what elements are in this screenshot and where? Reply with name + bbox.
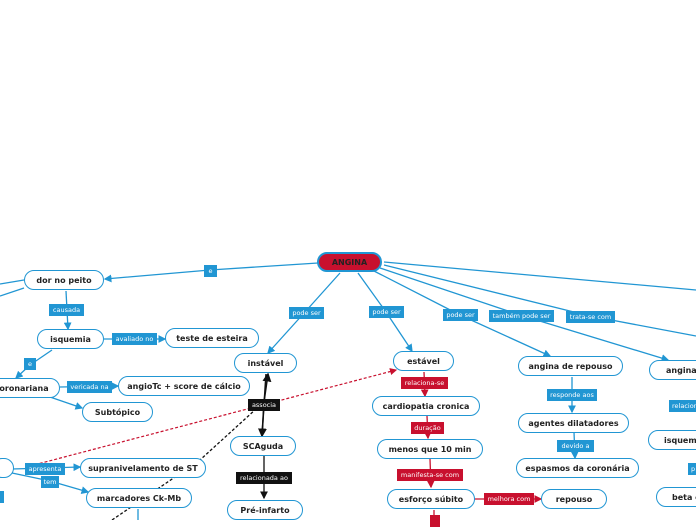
link-left-stub[interactable] [0,491,4,503]
link-relacion[interactable]: relacion [669,400,696,412]
node-ckmb[interactable]: marcadores Ck-Mb [86,488,192,508]
edge-dor-left-2 [0,287,25,297]
edge-dashed-red [29,368,398,467]
node-estavel[interactable]: estável [393,351,454,371]
edge-angina-far [383,261,696,291]
node-angiotc[interactable]: angioTc + score de cálcio [118,376,250,396]
node-dor-no-peito[interactable]: dor no peito [24,270,104,290]
link-relacionada-ao[interactable]: relacionada ao [236,472,292,484]
node-menos-10min[interactable]: menos que 10 min [377,439,483,459]
node-subtopico[interactable]: Subtópico [82,402,153,422]
node-instavel[interactable]: instável [234,353,297,373]
node-agentes-dilatadores[interactable]: agentes dilatadores [518,413,629,433]
link-manifesta-se-com[interactable]: manifesta-se com [397,469,463,481]
link-melhora-com[interactable]: melhora com [484,493,534,505]
link-pode-ser-1[interactable]: pode ser [289,307,324,319]
link-associa[interactable]: associa [248,399,280,411]
link-pode-ser-3[interactable]: pode ser [443,309,478,321]
link-pode-ser-2[interactable]: pode ser [369,306,404,318]
node-esforco[interactable]: esforço súbito [387,489,475,509]
node-pre-infarto[interactable]: Pré-infarto [227,500,303,520]
link-duracao[interactable]: duração [411,422,444,434]
edge-dor-left-1 [0,279,25,285]
link-tambem-pode-ser[interactable]: também pode ser [489,310,554,322]
link-apresenta[interactable]: apresenta [25,463,65,475]
link-causada[interactable]: causada [49,304,84,316]
link-esforco-down[interactable] [430,515,440,527]
node-left-cut[interactable] [0,458,14,478]
node-beta[interactable]: beta e [656,487,696,507]
node-repouso[interactable]: repouso [541,489,607,509]
node-isquemia[interactable]: isquemia [37,329,104,349]
link-tem[interactable]: tem [41,476,59,488]
link-verificada-na[interactable]: vericada na [67,381,112,393]
node-cardiopatia[interactable]: cardiopatia cronica [372,396,480,416]
link-e-top[interactable]: e [204,265,217,277]
node-teste-de-esteira[interactable]: teste de esteira [165,328,259,348]
node-isquemia-right[interactable]: isquemia [648,430,696,450]
link-devido-a[interactable]: devido a [557,440,594,452]
edge-coron-sub [49,396,84,410]
link-e-small[interactable]: e [24,358,36,370]
node-supra-st[interactable]: supranivelamento de ST [80,458,206,478]
node-angina-s[interactable]: angina s [649,360,696,380]
root-node-angina[interactable]: ANGINA [317,252,382,272]
link-p-cut[interactable]: p [688,463,696,475]
node-coronariana[interactable]: oronariana [0,378,60,398]
link-avaliado-no[interactable]: avaliado no [112,333,157,345]
link-trata-se-com[interactable]: trata-se com [566,311,615,323]
link-responde-aos[interactable]: responde aos [547,389,597,401]
node-scaguda[interactable]: SCAguda [230,436,296,456]
link-relaciona-se[interactable]: relaciona-se [401,377,448,389]
node-espasmos[interactable]: espasmos da coronária [516,458,639,478]
node-angina-de-repouso[interactable]: angina de repouso [518,356,623,376]
